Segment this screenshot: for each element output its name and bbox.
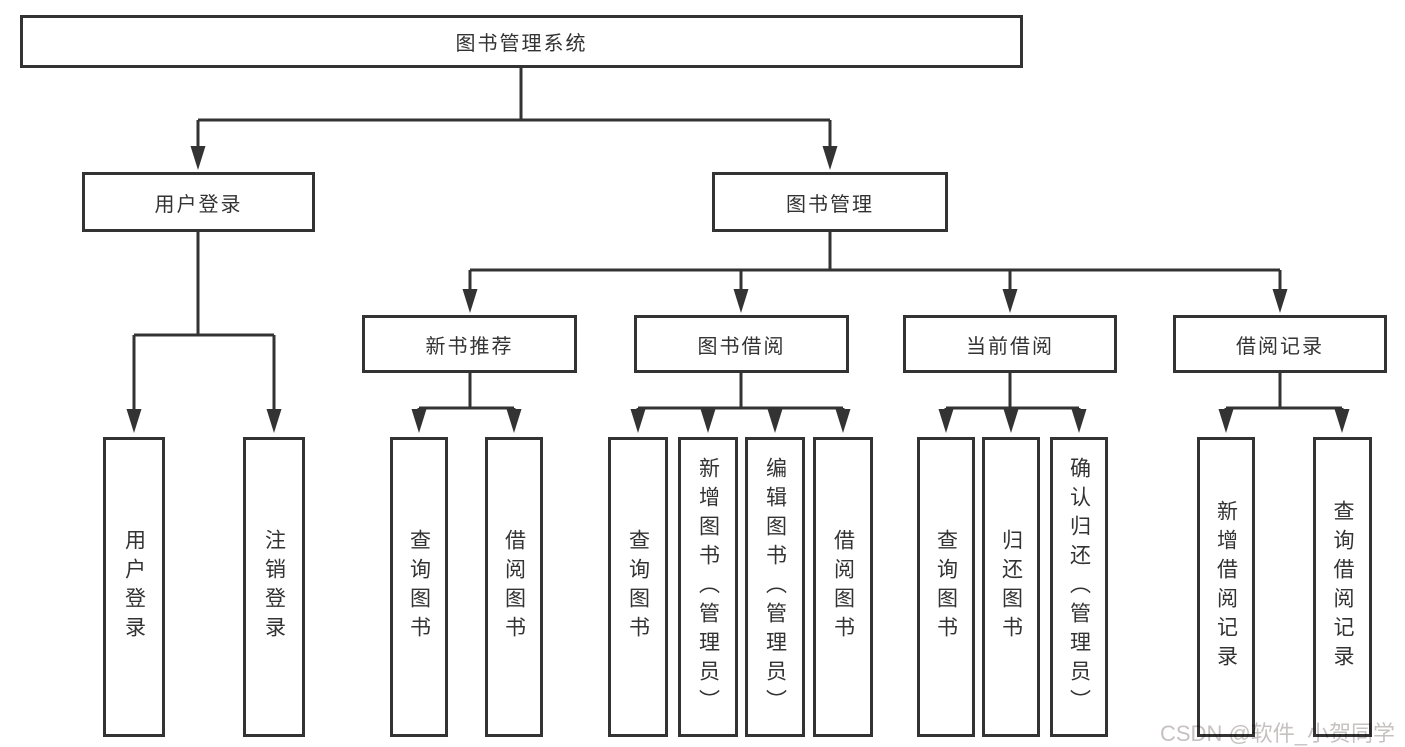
leaf-borrow-books-recommend: 借阅图书	[485, 437, 543, 737]
leaf-query-books-recommend: 查询图书	[390, 437, 448, 737]
node-label: 注销登录	[262, 529, 286, 645]
watermark-text: CSDN @软件_小贺同学	[1160, 721, 1396, 746]
leaf-edit-book-admin: 编辑图书（管理员）	[745, 437, 805, 737]
node-current-borrow: 当前借阅	[903, 315, 1117, 373]
node-label: 查询借阅记录	[1331, 500, 1354, 674]
leaf-query-books-current: 查询图书	[917, 437, 975, 737]
leaf-add-book-admin: 新增图书（管理员）	[678, 437, 738, 737]
leaf-user-login: 用户登录	[103, 437, 165, 737]
node-user-login: 用户登录	[82, 172, 315, 232]
connector-currentborrow-to-leaves	[944, 373, 1081, 411]
node-label: 归还图书	[999, 529, 1023, 645]
node-label: 借阅图书	[502, 529, 526, 645]
leaf-query-books-borrow: 查询图书	[608, 437, 668, 737]
node-label: 新书推荐	[425, 335, 514, 358]
node-label: 新增借阅记录	[1214, 500, 1238, 674]
leaf-logout: 注销登录	[243, 437, 305, 737]
node-label: 确认归还（管理员）	[1067, 456, 1091, 718]
node-label: 借阅记录	[1236, 335, 1324, 358]
leaf-confirm-return-admin: 确认归还（管理员）	[1050, 437, 1108, 737]
node-label: 图书管理系统	[455, 33, 588, 55]
leaf-return-books: 归还图书	[982, 437, 1040, 737]
node-label: 查询图书	[626, 529, 650, 645]
node-label: 当前借阅	[966, 335, 1054, 358]
node-label: 查询图书	[934, 529, 958, 645]
connector-newbook-to-leaves	[417, 373, 516, 411]
node-label: 用户登录	[154, 193, 243, 216]
node-label: 借阅图书	[831, 529, 855, 645]
connector-root-to-level2	[196, 68, 832, 148]
node-borrow-record: 借阅记录	[1173, 315, 1387, 373]
connector-bookmgmt-to-level3	[468, 232, 1282, 291]
node-label: 新增图书（管理员）	[696, 456, 720, 718]
node-label: 编辑图书（管理员）	[763, 456, 787, 718]
connector-bookborrow-to-leaves	[636, 373, 845, 411]
leaf-query-borrow-record: 查询借阅记录	[1313, 437, 1372, 737]
connector-borrowrecord-to-leaves	[1224, 373, 1344, 411]
node-label: 用户登录	[122, 529, 146, 645]
node-label: 查询图书	[407, 529, 431, 645]
node-book-borrow: 图书借阅	[634, 315, 849, 373]
leaf-add-borrow-record: 新增借阅记录	[1197, 437, 1255, 737]
leaf-borrow-books: 借阅图书	[813, 437, 873, 737]
node-book-management: 图书管理	[712, 172, 948, 232]
connector-userlogin-to-leaves	[132, 232, 276, 411]
node-label: 图书管理	[786, 193, 874, 216]
node-label: 图书借阅	[697, 335, 786, 358]
node-new-book-recommend: 新书推荐	[362, 315, 577, 373]
node-root: 图书管理系统	[20, 15, 1023, 68]
